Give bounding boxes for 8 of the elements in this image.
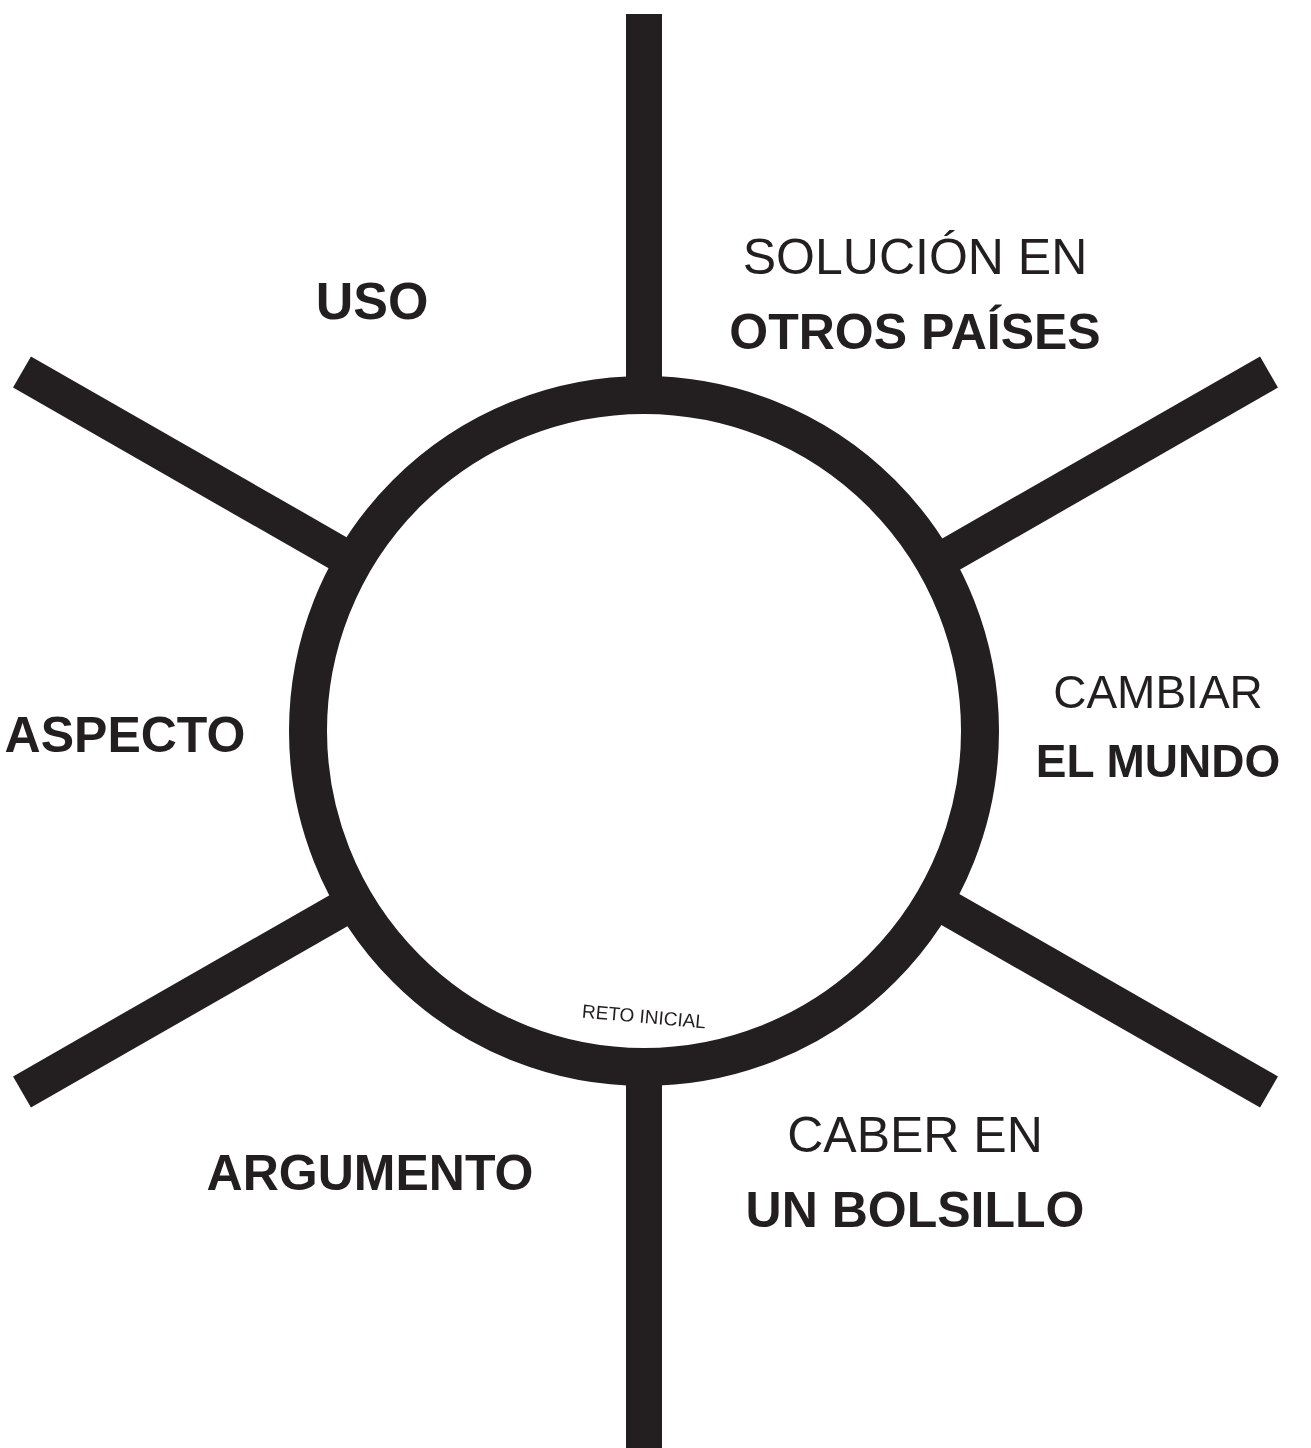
sector-label: CAMBIAR EL MUNDO (1034, 665, 1282, 789)
sector-label: ASPECTO (3, 706, 247, 765)
sector-label: CABER EN UN BOLSILLO (744, 1106, 1086, 1240)
sector-label: USO (314, 271, 430, 332)
circle-outline (289, 376, 999, 1086)
sector-label: ARGUMENTO (205, 1144, 535, 1203)
circle-caption: RETO INICIAL (580, 999, 708, 1035)
sector-label: SOLUCIÓN EN OTROS PAÍSES (728, 228, 1102, 362)
